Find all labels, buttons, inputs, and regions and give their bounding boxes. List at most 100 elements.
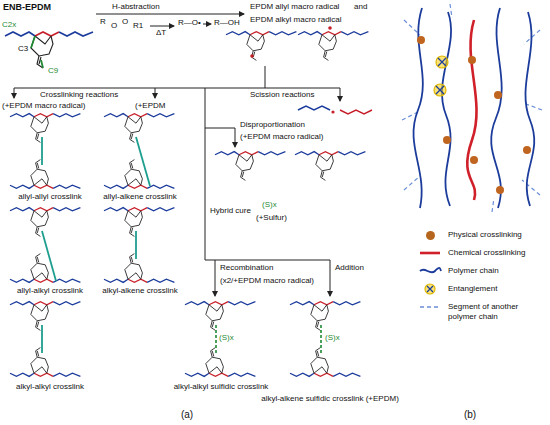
disproportionation-products xyxy=(295,152,365,181)
crosslink-structures xyxy=(104,160,174,189)
enb-epdm-molecule xyxy=(5,32,93,68)
diagram-label: alkyl-alkene crosslink xyxy=(102,286,178,296)
reaction-arrows xyxy=(265,66,266,88)
network-illustration xyxy=(522,180,540,195)
enb-epdm-molecule xyxy=(5,32,93,68)
diagram-label: H-abstraction xyxy=(112,2,160,12)
diagram-label: R xyxy=(100,17,106,27)
crosslink-structures xyxy=(10,302,80,331)
reaction-arrows xyxy=(150,26,174,27)
crosslink-structures xyxy=(10,114,80,143)
legend-samples xyxy=(420,252,440,255)
diagram-label: (+EPDM macro radical) xyxy=(2,101,85,111)
crosslink-structures xyxy=(104,208,174,237)
diagram-label: (+Sulfur) xyxy=(256,213,287,223)
crosslink-structures xyxy=(41,325,43,353)
scission-fragments xyxy=(340,110,372,114)
diagram-label: and xyxy=(354,2,367,12)
macro-radicals xyxy=(226,32,296,61)
reaction-arrows xyxy=(14,14,340,296)
diagram-label: C9 xyxy=(48,66,58,76)
network-illustration xyxy=(402,4,542,212)
diagram-label: C3 xyxy=(18,44,28,54)
scission-fragments xyxy=(298,106,372,114)
network-illustration xyxy=(443,136,451,144)
diagram-label: Disproportionation xyxy=(240,120,305,130)
diagram-label: allyl-alkene crosslink xyxy=(103,192,176,202)
diagram-label: allyl-allyl crosslink xyxy=(18,192,82,202)
crosslink-structures xyxy=(10,254,80,283)
macro-radicals xyxy=(226,26,368,60)
legend-samples xyxy=(427,286,433,292)
diagram-label: ENB-EPDM xyxy=(3,2,51,12)
diagram-label: alkyl-alkene sulfidic crosslink (+EPDM) xyxy=(261,394,399,404)
crosslink-structures xyxy=(10,114,80,143)
diagram-label: alkyl-alkyl sulfidic crosslink xyxy=(174,382,269,392)
crosslink-structures xyxy=(10,302,80,331)
legend-swatch xyxy=(426,231,435,240)
crosslink-structures xyxy=(135,231,137,259)
network-illustration xyxy=(494,91,502,99)
network-illustration xyxy=(404,176,420,190)
diagram-label: O xyxy=(122,17,128,27)
network-illustration xyxy=(491,8,502,208)
disproportionation-products xyxy=(295,152,365,181)
crosslink-structures xyxy=(10,254,80,283)
legend-text: Chemical crosslinking xyxy=(448,248,543,258)
legend-text: Segment of another polymer chain xyxy=(448,302,543,322)
reaction-arrows xyxy=(14,88,15,98)
reaction-arrows xyxy=(14,88,340,89)
diagram-label: C2x xyxy=(2,20,16,30)
diagram-label: (S)x xyxy=(325,333,340,343)
network-illustration xyxy=(436,86,444,94)
legend-samples xyxy=(420,253,441,307)
crosslink-structures xyxy=(320,325,322,353)
network-illustration xyxy=(438,58,446,66)
diagram-label: alkyl-alkyl crosslink xyxy=(16,382,84,392)
crosslink-structures xyxy=(290,348,360,377)
diagram-label: EPDM alkyl macro radical xyxy=(250,15,342,25)
crosslink-structures xyxy=(10,348,80,377)
macro-radicals xyxy=(298,32,368,61)
crosslink-structures xyxy=(104,114,174,143)
legend-text: Entanglement xyxy=(448,284,543,294)
crosslink-structures xyxy=(290,302,360,331)
diagram-label: Hybrid cure xyxy=(210,206,251,216)
reaction-arrows xyxy=(205,128,235,129)
crosslink-structures xyxy=(185,348,255,377)
diagram-label: (S)x xyxy=(219,333,234,343)
enb-epdm-molecule xyxy=(41,60,43,68)
reaction-arrows xyxy=(203,24,211,25)
network-illustration xyxy=(525,12,534,206)
network-illustration xyxy=(414,8,535,208)
diagram-label: Addition xyxy=(335,263,364,273)
crosslink-structures xyxy=(10,114,360,377)
crosslink-structures xyxy=(185,348,255,377)
network-illustration xyxy=(450,4,452,18)
network-illustration xyxy=(467,20,476,200)
reaction-arrows xyxy=(155,88,156,98)
crosslink-structures xyxy=(104,114,174,143)
crosslink-structures xyxy=(104,160,174,189)
network-illustration xyxy=(417,36,425,44)
legend-text: Physical crosslinking xyxy=(448,230,543,240)
macro-radicals xyxy=(298,32,368,61)
crosslink-structures xyxy=(290,348,360,377)
network-illustration xyxy=(442,12,451,206)
diagram-label: Crosslinking reactions xyxy=(40,90,118,100)
network-illustration xyxy=(434,56,448,96)
network-illustration xyxy=(523,146,531,154)
scission-fragments xyxy=(298,106,330,110)
network-illustration xyxy=(470,156,478,164)
enb-epdm-molecule xyxy=(5,32,93,68)
legend-samples xyxy=(420,306,440,307)
network-illustration xyxy=(496,186,504,194)
crosslink-structures xyxy=(10,160,80,189)
macro-radicals xyxy=(226,32,296,61)
crosslink-structures xyxy=(104,208,174,237)
crosslink-structures xyxy=(104,254,174,283)
reaction-arrows xyxy=(215,260,216,296)
crosslink-structures xyxy=(10,348,80,377)
diagram-label: O xyxy=(111,21,117,31)
